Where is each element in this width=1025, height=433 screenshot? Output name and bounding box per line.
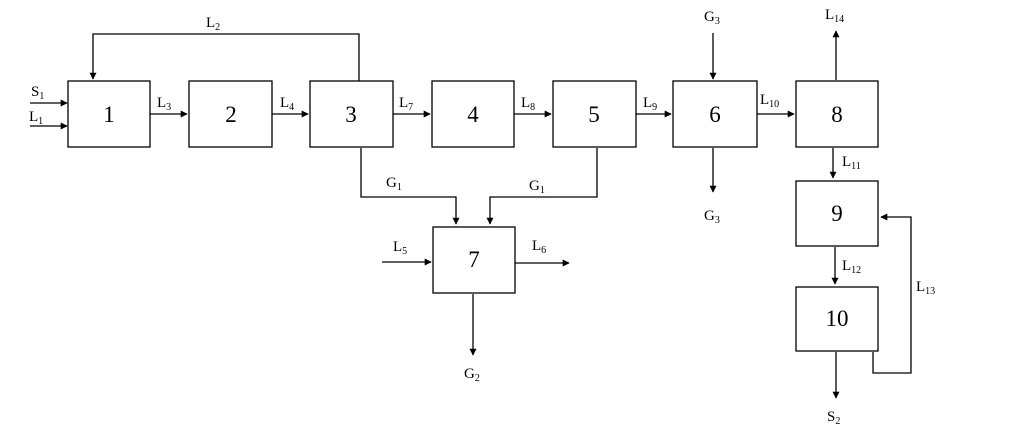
- arrow-l13-recycle: [872, 213, 912, 374]
- label-l1: L1: [29, 109, 43, 127]
- block-7: 7: [432, 226, 516, 294]
- block-4-label: 4: [467, 102, 479, 127]
- block-1: 1: [67, 80, 151, 148]
- block-2-label: 2: [225, 102, 237, 127]
- label-s2: S2: [827, 409, 840, 427]
- connections: [30, 30, 912, 399]
- label-l7: L7: [399, 95, 413, 113]
- block-8: 8: [795, 80, 879, 148]
- label-l4: L4: [280, 95, 294, 113]
- label-l13: L13: [916, 279, 935, 297]
- label-g3-in: G3: [704, 9, 720, 27]
- block-1-label: 1: [103, 102, 115, 127]
- label-l8: L8: [521, 95, 535, 113]
- block-3: 3: [309, 80, 394, 148]
- block-3-label: 3: [345, 102, 357, 127]
- block-7-label: 7: [468, 247, 480, 272]
- label-g3-out: G3: [704, 208, 720, 226]
- label-l12: L12: [842, 258, 861, 276]
- arrow-g1-right: [486, 148, 598, 225]
- block-9: 9: [795, 180, 879, 247]
- arrow-g1-left: [360, 148, 460, 225]
- block-10: 10: [795, 286, 879, 352]
- label-l10: L10: [760, 92, 779, 110]
- arrow-l2-recycle: [89, 33, 360, 82]
- block-5-label: 5: [588, 102, 600, 127]
- block-6-label: 6: [709, 102, 721, 127]
- stream-labels: S1 L1 L2 L3 L4 L7 L8 L9 L10 G1 G1 L5 L6 …: [29, 7, 935, 427]
- block-8-label: 8: [831, 102, 843, 127]
- label-l9: L9: [643, 95, 657, 113]
- label-l2: L2: [206, 15, 220, 33]
- label-l3: L3: [157, 95, 171, 113]
- block-9-label: 9: [831, 201, 843, 226]
- block-5: 5: [552, 80, 637, 148]
- label-l11: L11: [842, 154, 861, 172]
- label-g1-left: G1: [386, 175, 402, 193]
- label-l6: L6: [532, 238, 546, 256]
- label-g1-right: G1: [529, 178, 545, 196]
- label-g2: G2: [464, 366, 480, 384]
- label-l5: L5: [393, 239, 407, 257]
- label-l14: L14: [825, 7, 844, 25]
- block-10-label: 10: [826, 306, 849, 331]
- block-6: 6: [672, 80, 758, 148]
- block-4: 4: [431, 80, 515, 148]
- label-s1: S1: [31, 84, 44, 102]
- block-2: 2: [188, 80, 273, 148]
